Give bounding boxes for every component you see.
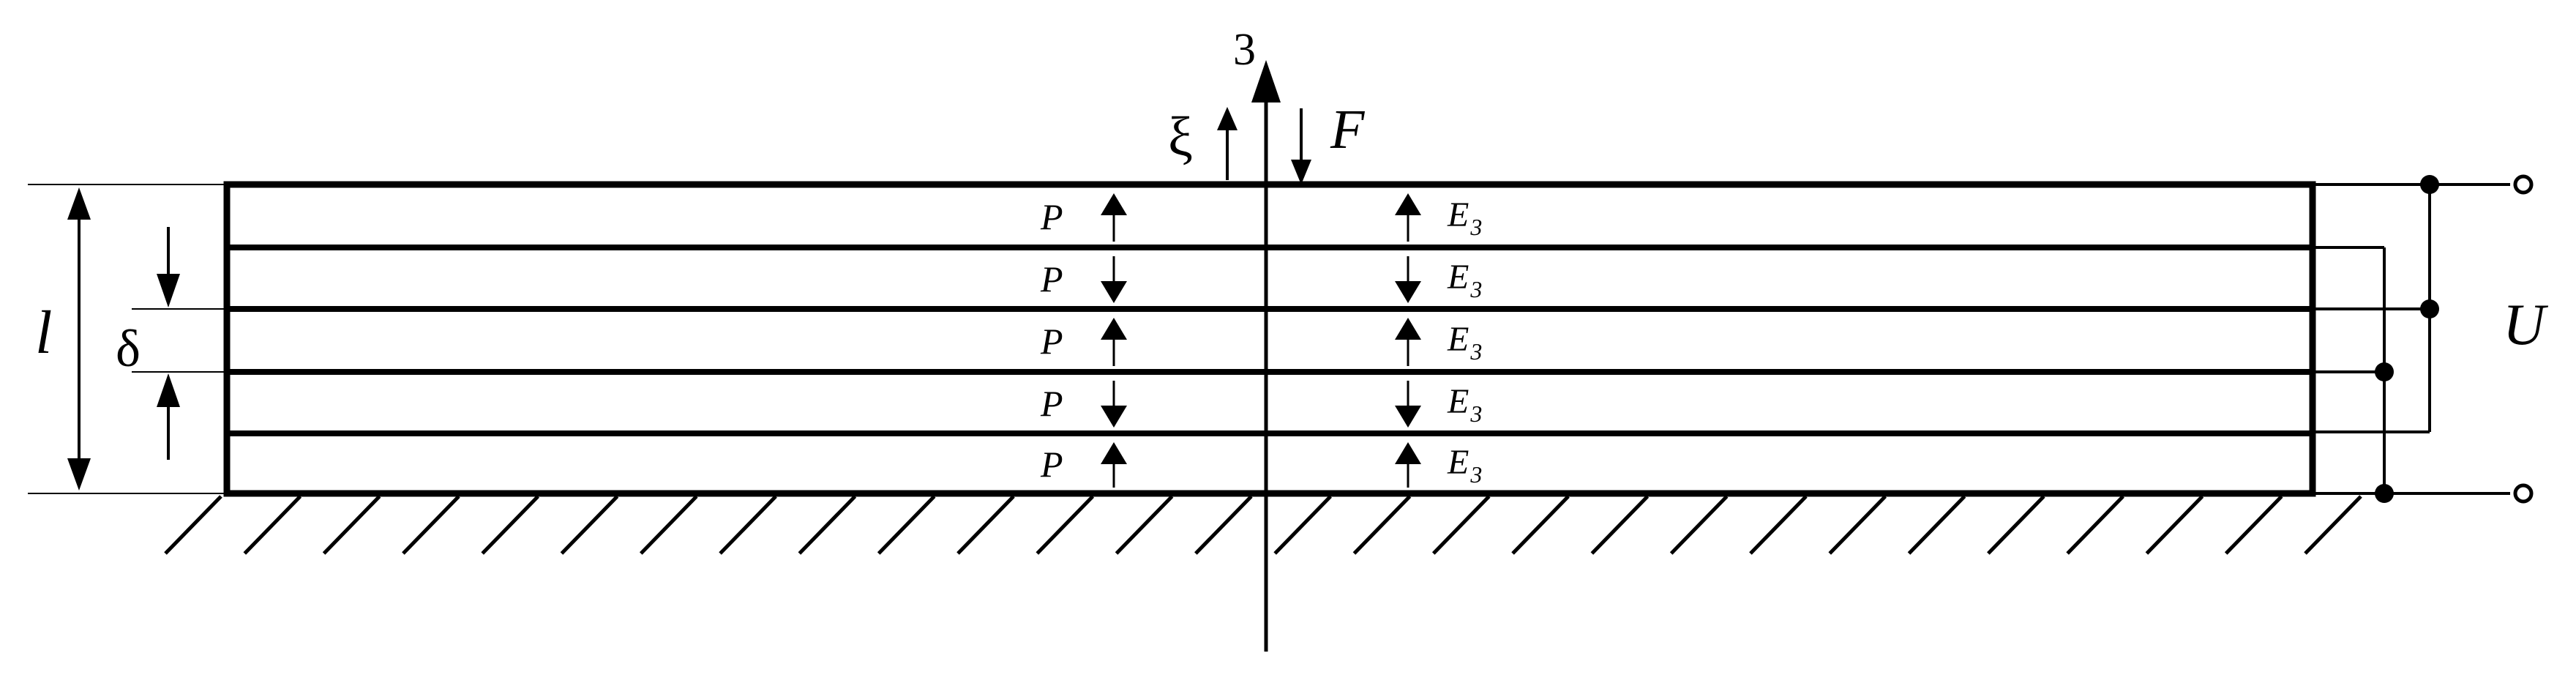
field-arrow (1395, 193, 1421, 242)
hatch-line (481, 495, 539, 555)
length-dimension (28, 184, 227, 494)
polarization-arrow (1101, 318, 1127, 366)
polarization-arrow (1101, 256, 1127, 303)
voltage-label: U (2503, 293, 2549, 357)
field-arrow (1395, 318, 1421, 366)
hatch-line (956, 495, 1015, 555)
field-arrow (1395, 256, 1421, 303)
polarization-label: P (1040, 258, 1063, 299)
force-arrow (1291, 108, 1311, 184)
polarization-label: P (1040, 196, 1063, 237)
field-arrow (1395, 442, 1421, 488)
axis-arrowhead (1251, 60, 1281, 102)
hatch-line (560, 495, 619, 555)
axis-label: 3 (1233, 25, 1256, 75)
polarization-arrow (1101, 442, 1127, 488)
polarization-arrow (1101, 381, 1127, 428)
terminal (2513, 174, 2534, 195)
field-label: E3 (1447, 258, 1482, 302)
force-label: F (1330, 99, 1366, 160)
hatch-line (639, 495, 698, 555)
hatch-line (402, 495, 460, 555)
hatch-line (877, 495, 936, 555)
hatch-line (164, 495, 222, 555)
hatch-line (322, 495, 381, 555)
displacement-label: ξ (1168, 106, 1193, 168)
hatch-line (1907, 495, 1966, 555)
hatch-line (243, 495, 302, 555)
hatch-line (2224, 495, 2283, 555)
thickness-label: δ (116, 319, 141, 378)
hatch-line (1273, 495, 1332, 555)
hatch-line (719, 495, 777, 555)
hatch-line (1352, 495, 1412, 555)
field-arrow (1395, 381, 1421, 428)
hatch-line (1828, 495, 1887, 555)
hatch-line (1194, 495, 1253, 555)
hatch-line (1590, 495, 1650, 555)
hatch-line (1987, 495, 2045, 555)
field-label: E3 (1447, 195, 1482, 240)
hatch-line (1749, 495, 1808, 555)
thickness-dimension (132, 227, 227, 460)
polarization-label: P (1040, 444, 1063, 485)
field-label: E3 (1447, 320, 1482, 365)
field-label: E3 (1447, 443, 1482, 488)
ground-hatching (164, 495, 2362, 555)
terminal (2513, 483, 2534, 504)
length-label: l (35, 299, 52, 367)
wire-junction-dot (2375, 484, 2394, 503)
stack-outline (223, 181, 2316, 497)
displacement-arrow (1217, 107, 1238, 180)
axis-3 (1251, 60, 1281, 652)
hatch-line (1511, 495, 1570, 555)
wire-junction-dot (2420, 299, 2439, 318)
polarization-label: P (1040, 321, 1063, 362)
field-label: E3 (1447, 382, 1482, 427)
hatch-line (2304, 495, 2362, 555)
polarization-arrow (1101, 193, 1127, 242)
polarization-label: P (1040, 383, 1063, 424)
hatch-line (2145, 495, 2204, 555)
electrode-wiring (2313, 174, 2534, 504)
hatch-line (1036, 495, 1095, 555)
hatch-line (2066, 495, 2124, 555)
hatch-line (1115, 495, 1174, 555)
hatch-line (1431, 495, 1491, 555)
hatch-line (798, 495, 857, 555)
wire-junction-dot (2375, 362, 2394, 381)
hatch-line (1669, 495, 1729, 555)
